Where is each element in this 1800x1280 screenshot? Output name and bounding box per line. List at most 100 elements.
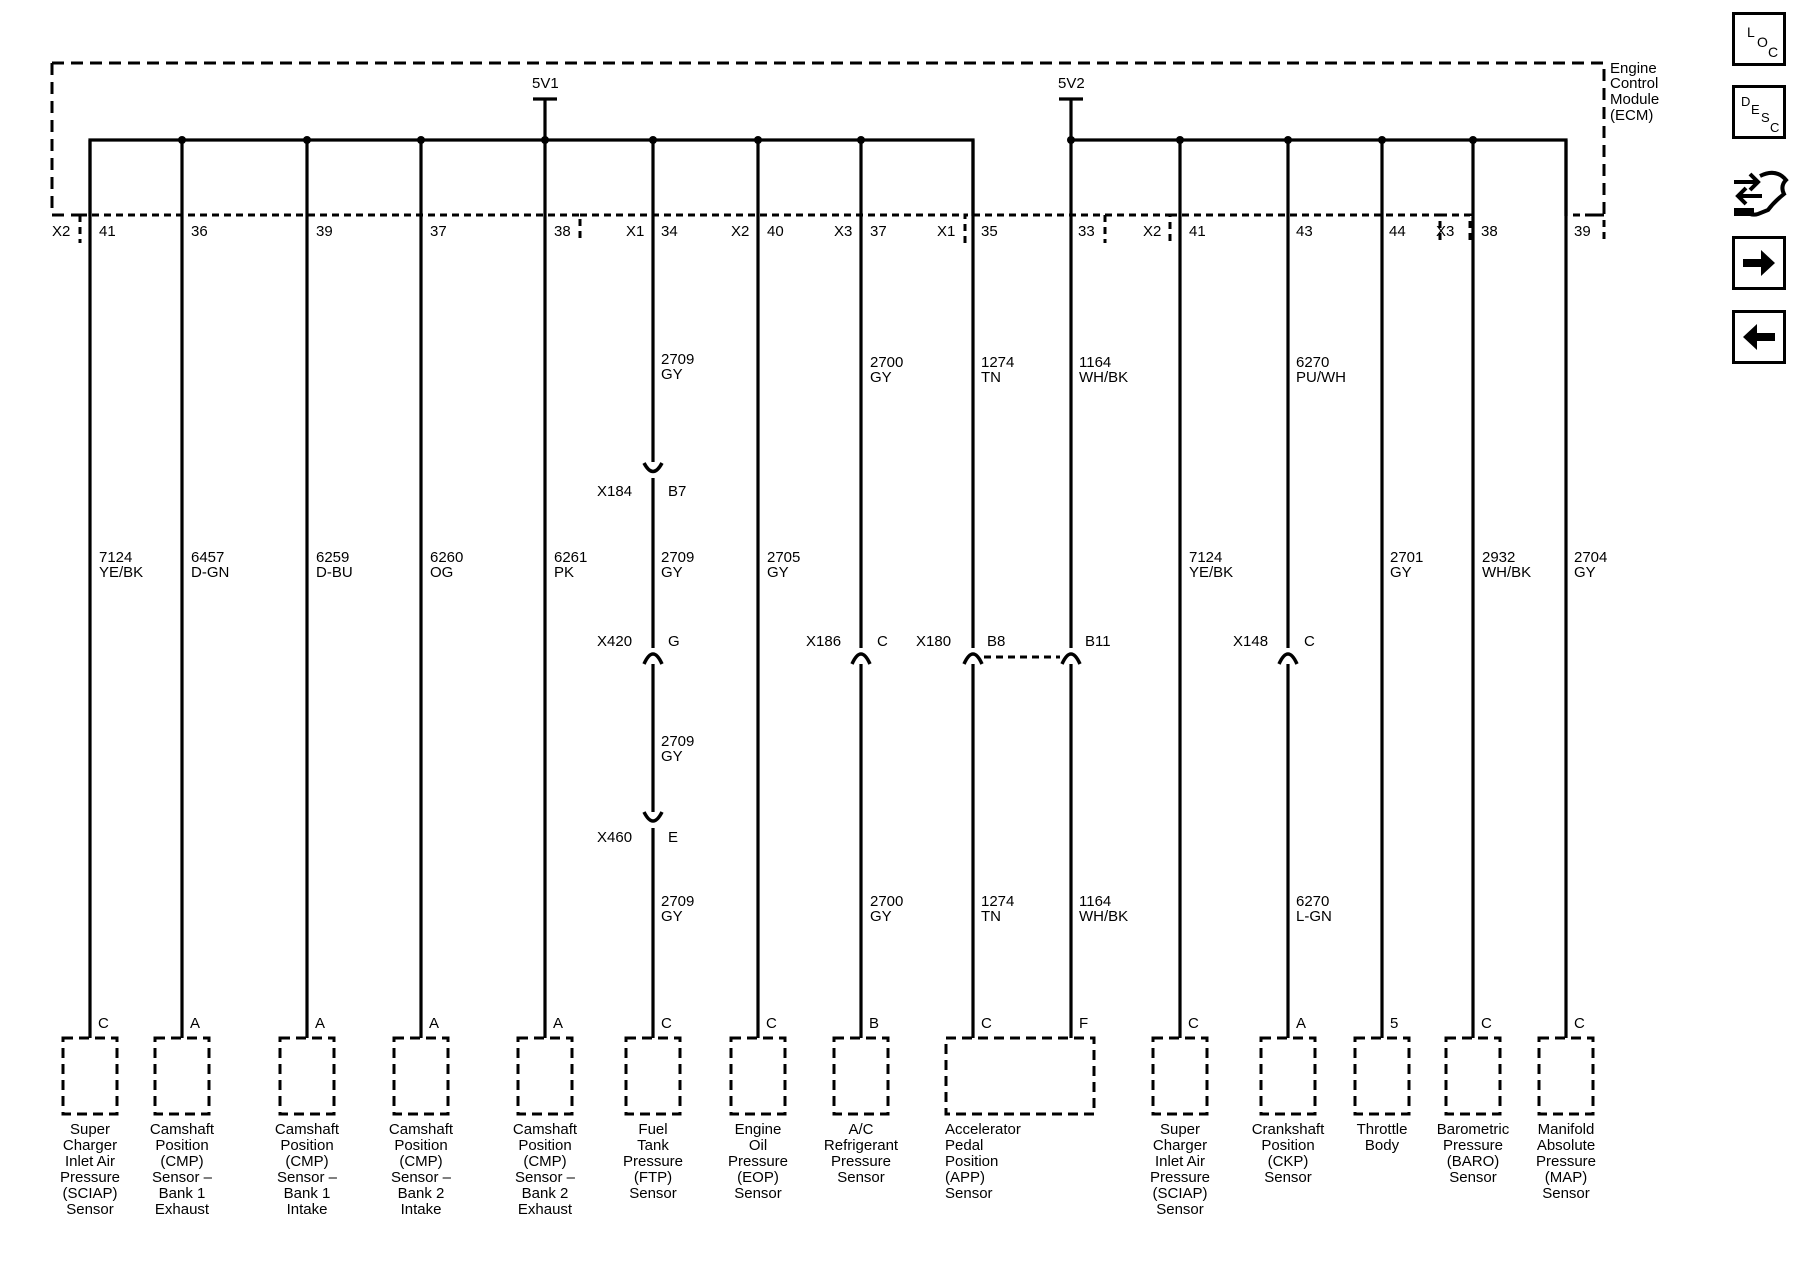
- ecm-pin: 37: [430, 223, 447, 240]
- desc-letter-d: D: [1741, 94, 1750, 109]
- ecm-pin: 37: [870, 223, 887, 240]
- wire-circuit: 6270: [1296, 354, 1329, 371]
- wire-circuit: 6259: [316, 549, 349, 566]
- wire-circuit: 6260: [430, 549, 463, 566]
- loc-letter-l: L: [1747, 24, 1755, 40]
- sensor-pins: C A A A A C C B C F C A 5 C C: [98, 1015, 1585, 1032]
- inline-connector-pin: C: [1304, 633, 1315, 650]
- ecm-title-line-3: Module: [1610, 91, 1659, 108]
- ecm-pin: 43: [1296, 223, 1313, 240]
- sensor-pin: A: [315, 1015, 325, 1032]
- wire-circuit: 2705: [767, 549, 800, 566]
- ecm-pin: 39: [1574, 223, 1591, 240]
- wire-color: GY: [870, 908, 892, 925]
- inline-connector-name: X148: [1233, 633, 1268, 650]
- previous-page-button[interactable]: [1732, 310, 1786, 364]
- inline-connector-name: X420: [597, 633, 632, 650]
- loc-letter-o: O: [1757, 34, 1768, 50]
- wire-color: WH/BK: [1482, 564, 1531, 581]
- wire-circuit: 2700: [870, 354, 903, 371]
- ecm-pin: 33: [1078, 223, 1095, 240]
- ecm-connector-x1-a: X1: [626, 223, 644, 240]
- wire-color: GY: [661, 366, 683, 383]
- wire-circuit: 2709: [661, 351, 694, 368]
- ecm-pin: 39: [316, 223, 333, 240]
- wire-circuit: 1164: [1079, 354, 1111, 371]
- wire-color: WH/BK: [1079, 369, 1128, 386]
- ecm-pin: 38: [554, 223, 571, 240]
- wire-color: WH/BK: [1079, 908, 1128, 925]
- inline-connector-name: X184: [597, 483, 632, 500]
- sensor-pin: C: [1188, 1015, 1199, 1032]
- wire-color: GY: [1390, 564, 1412, 581]
- ecm-connector-x2-b: X2: [731, 223, 749, 240]
- arrow-right-icon: [1743, 250, 1775, 276]
- wire-circuit: 1274: [981, 893, 1014, 910]
- ecm-pin: 44: [1389, 223, 1406, 240]
- location-button[interactable]: L O C: [1732, 12, 1786, 66]
- wire-circuit: 6457: [191, 549, 224, 566]
- wire-color: GY: [767, 564, 789, 581]
- wire-circuit: 2704: [1574, 549, 1607, 566]
- description-button[interactable]: D E S C: [1732, 85, 1786, 139]
- wire-circuit: 1274: [981, 354, 1014, 371]
- loc-letter-c: C: [1768, 44, 1778, 60]
- wire-color: GY: [870, 369, 892, 386]
- sensor-boxes: [61, 1036, 1595, 1116]
- service-tools-icon[interactable]: [1728, 164, 1792, 224]
- ecm-pin: 41: [99, 223, 116, 240]
- wire-color: PU/WH: [1296, 369, 1346, 386]
- wire-color: L-GN: [1296, 908, 1332, 925]
- wire-circuit: 2701: [1390, 549, 1423, 566]
- wire-circuit: 2709: [661, 893, 694, 910]
- arrow-left-icon: [1743, 324, 1775, 350]
- wire-color: GY: [661, 748, 683, 765]
- inline-connector-pin: G: [668, 633, 680, 650]
- wire-labels: 7124 YE/BK 6457 D-GN 6259 D-BU 6260 OG 6…: [99, 351, 1607, 925]
- sensor-pin: C: [981, 1015, 992, 1032]
- ecm-title-line-2: Control: [1610, 75, 1658, 92]
- inline-connector-symbols: [642, 462, 1299, 823]
- ecm-pin: 34: [661, 223, 678, 240]
- ecm-pin: 40: [767, 223, 784, 240]
- supply-5v1-label: 5V1: [532, 75, 559, 92]
- wire-circuit: 6270: [1296, 893, 1329, 910]
- ecm-outline: [50, 61, 1606, 243]
- wire-color: PK: [554, 564, 574, 581]
- ecm-pin: 36: [191, 223, 208, 240]
- inline-connector-pin: B11: [1085, 633, 1111, 650]
- sensor-pin: F: [1079, 1015, 1088, 1032]
- sensor-pin: A: [553, 1015, 563, 1032]
- inline-connector-name: X460: [597, 829, 632, 846]
- sensor-pin: A: [429, 1015, 439, 1032]
- ecm-title-line-4: (ECM): [1610, 107, 1653, 124]
- ecm-connector-x2-c: X2: [1143, 223, 1161, 240]
- wire-color: GY: [661, 908, 683, 925]
- sensor-pin: C: [766, 1015, 777, 1032]
- ecm-connector-x2-a: X2: [52, 223, 70, 240]
- next-page-button[interactable]: [1732, 236, 1786, 290]
- wire-color: D-GN: [191, 564, 229, 581]
- desc-letter-e: E: [1751, 102, 1760, 117]
- sensor-pin: 5: [1390, 1015, 1398, 1032]
- ecm-pin: 38: [1481, 223, 1498, 240]
- wire-color: YE/BK: [1189, 564, 1233, 581]
- sensor-pin: A: [1296, 1015, 1306, 1032]
- sensor-pin: A: [190, 1015, 200, 1032]
- ecm-connector-x3-b: X3: [1436, 223, 1454, 240]
- ecm-connector-x1-b: X1: [937, 223, 955, 240]
- wire-circuit: 2709: [661, 733, 694, 750]
- wire-color: TN: [981, 369, 1001, 386]
- wire-color: OG: [430, 564, 453, 581]
